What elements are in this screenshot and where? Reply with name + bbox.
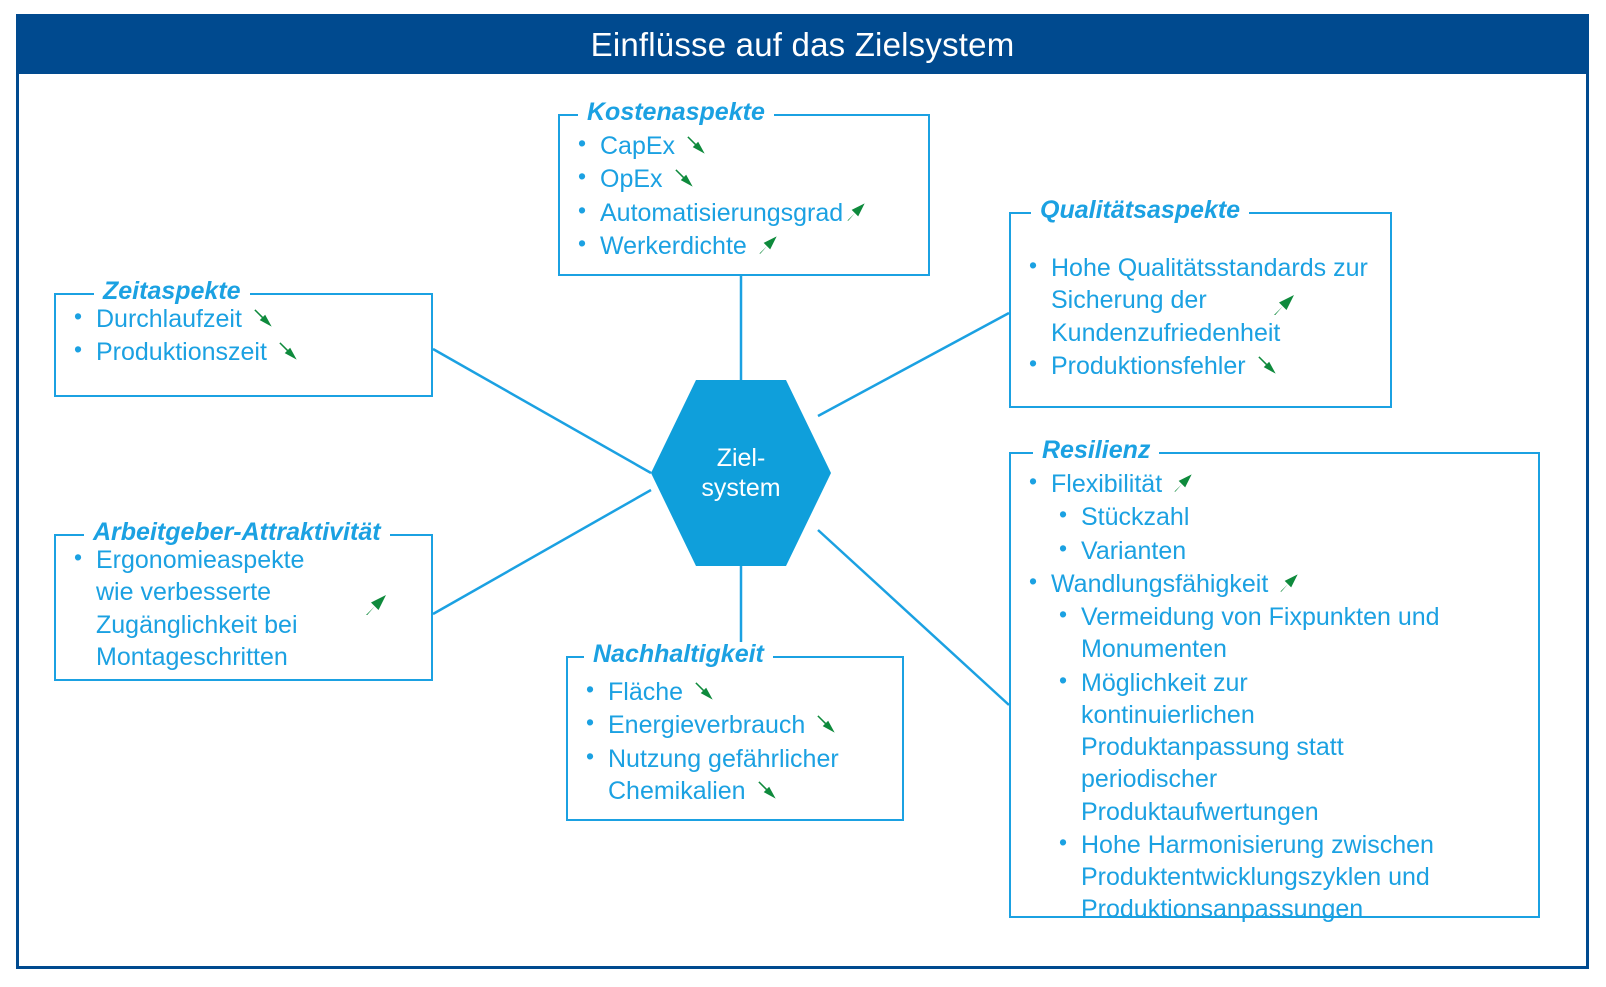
- arrow-down-right-icon: [754, 777, 780, 803]
- item-label: Produktionsfehler: [1051, 351, 1246, 380]
- box-title-zeitaspekte: Zeitaspekte: [94, 279, 250, 304]
- arrow-down-right-icon: [1254, 352, 1280, 378]
- item-label: CapEx: [600, 132, 676, 160]
- arrow-up-right-icon: [1170, 470, 1196, 496]
- list-item: Energieverbrauch: [578, 708, 894, 741]
- center-label-line1: Ziel-: [716, 443, 766, 472]
- center-label-line2: system: [701, 474, 781, 502]
- arrow-up-right-icon: [1276, 570, 1302, 596]
- list-item: Automatisierungsgrad: [570, 195, 920, 229]
- list-item: Produktionszeit: [66, 335, 423, 368]
- item-label: Hohe Qualitätsstandards zur Sicherung de…: [1051, 254, 1368, 347]
- aspect-box-arbeitgeber-attraktivitaet[interactable]: Arbeitgeber-Attraktivität Ergonomieaspek…: [54, 520, 433, 681]
- box-body-zeitaspekte: Durchlaufzeit Produktionszeit: [56, 295, 431, 376]
- arrow-up-right-icon: [755, 232, 781, 258]
- item-label: Hohe Harmonisierung zwischen Produktentw…: [1081, 830, 1434, 924]
- list-item: CapEx: [570, 129, 920, 162]
- item-label: Varianten: [1081, 536, 1187, 565]
- title-bar: Einflüsse auf das Zielsystem: [16, 14, 1589, 74]
- item-label: Fläche: [608, 678, 684, 706]
- box-title-nachhaltigkeit: Nachhaltigkeit: [584, 642, 773, 667]
- list-item: Varianten: [1021, 533, 1530, 567]
- arrow-down-right-icon: [275, 338, 301, 364]
- item-label: Energieverbrauch: [608, 711, 806, 740]
- list-item: Hohe Qualitätsstandards zur Sicherung de…: [1021, 251, 1382, 349]
- item-label: Ergonomieaspekte wie verbesserte Zugängl…: [96, 546, 305, 671]
- list-item: Ergonomieaspekte wie verbesserte Zugängl…: [66, 543, 423, 673]
- box-title-arbeitgeber-attraktivitaet: Arbeitgeber-Attraktivität: [84, 520, 390, 545]
- list-item: Vermeidung von Fixpunkten und Monumenten: [1021, 600, 1530, 666]
- page-title: Einflüsse auf das Zielsystem: [590, 25, 1015, 63]
- box-body-resilienz: Flexibilität Stückzahl Varianten Wandlun…: [1011, 454, 1538, 933]
- list-item: Fläche: [578, 675, 894, 708]
- list-item: Wandlungsfähigkeit: [1021, 567, 1530, 600]
- aspect-box-zeitaspekte[interactable]: Zeitaspekte Durchlaufzeit Produktionszei…: [54, 279, 433, 397]
- aspect-box-nachhaltigkeit[interactable]: Nachhaltigkeit Fläche Energieverbrauch N…: [566, 642, 904, 821]
- item-label: Vermeidung von Fixpunkten und Monumenten: [1081, 603, 1440, 664]
- item-label: Flexibilität: [1051, 470, 1163, 498]
- list-item: Stückzahl: [1021, 500, 1530, 533]
- item-label: Werkerdichte: [600, 231, 747, 260]
- box-body-arbeitgeber-attraktivitaet: Ergonomieaspekte wie verbesserte Zugängl…: [56, 536, 431, 680]
- item-label: Möglichkeit zur kontinuierlichen Produkt…: [1081, 668, 1344, 826]
- aspect-box-kostenaspekte[interactable]: Kostenaspekte CapEx OpEx Automatisierung…: [558, 100, 930, 276]
- arrow-up-right-icon: [843, 199, 869, 225]
- list-item: Möglichkeit zur kontinuierlichen Produkt…: [1021, 665, 1530, 828]
- list-item: Werkerdichte: [570, 229, 920, 262]
- item-label: Automatisierungsgrad: [600, 198, 844, 227]
- aspect-box-resilienz[interactable]: Resilienz Flexibilität Stückzahl Variant…: [1009, 438, 1540, 923]
- item-label: Durchlaufzeit: [96, 305, 242, 333]
- arrow-up-right-icon: [1269, 290, 1299, 320]
- item-label: OpEx: [600, 165, 663, 194]
- arrow-up-right-icon: [361, 590, 391, 620]
- arrow-down-right-icon: [250, 305, 276, 331]
- arrow-down-right-icon: [813, 711, 839, 737]
- list-item: Produktionsfehler: [1021, 349, 1382, 382]
- box-title-kostenaspekte: Kostenaspekte: [578, 100, 774, 125]
- box-body-kostenaspekte: CapEx OpEx Automatisierungsgrad Werkerdi…: [560, 116, 928, 269]
- item-label: Wandlungsfähigkeit: [1051, 569, 1269, 598]
- arrow-down-right-icon: [671, 165, 697, 191]
- arrow-down-right-icon: [691, 678, 717, 704]
- box-body-qualitaetsaspekte: Hohe Qualitätsstandards zur Sicherung de…: [1011, 214, 1390, 389]
- list-item: Flexibilität: [1021, 467, 1530, 500]
- arrow-down-right-icon: [683, 132, 709, 158]
- item-label: Stückzahl: [1081, 503, 1190, 532]
- box-title-qualitaetsaspekte: Qualitätsaspekte: [1031, 198, 1250, 223]
- list-item: Nutzung gefährlicher Chemikalien: [578, 742, 894, 808]
- list-item: OpEx: [570, 162, 920, 195]
- item-label: Produktionszeit: [96, 338, 267, 367]
- list-item: Durchlaufzeit: [66, 302, 423, 335]
- box-body-nachhaltigkeit: Fläche Energieverbrauch Nutzung gefährli…: [568, 658, 902, 814]
- list-item: Hohe Harmonisierung zwischen Produktentw…: [1021, 828, 1530, 926]
- center-node-zielsystem[interactable]: Ziel- system: [651, 380, 831, 566]
- item-label: Nutzung gefährlicher Chemikalien: [608, 744, 839, 805]
- aspect-box-qualitaetsaspekte[interactable]: Qualitätsaspekte Hohe Qualitätsstandards…: [1009, 198, 1392, 408]
- box-title-resilienz: Resilienz: [1033, 438, 1160, 463]
